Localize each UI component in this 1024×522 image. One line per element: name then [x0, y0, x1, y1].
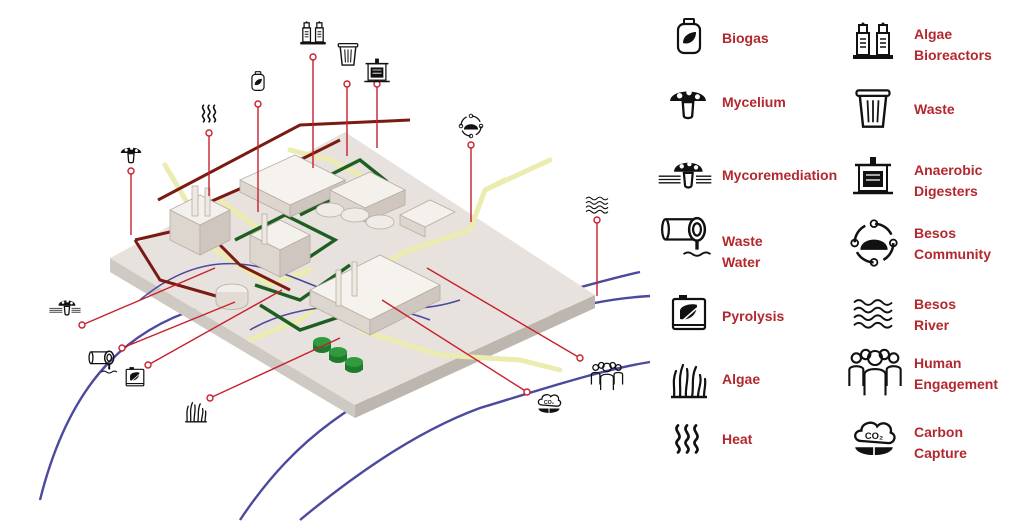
pipe-outflow-icon: [661, 212, 715, 258]
community-circle-icon: [849, 218, 899, 268]
legend-label: Pyrolysis: [722, 308, 785, 324]
legend-label: Mycoremediation: [722, 167, 838, 183]
isometric-site-diagram: CO₂: [38, 20, 651, 521]
callout-bioreactor-icon: [299, 20, 327, 46]
legend-label: Algae: [722, 371, 761, 387]
legend-label: Mycelium: [722, 94, 786, 110]
legend-label: Biogas: [722, 30, 769, 46]
legend-label: Carbon Capture: [914, 424, 967, 461]
legend-label: Waste: [914, 101, 955, 117]
legend: Biogas Mycelium Mycoremediation Waste Wa…: [655, 0, 1024, 522]
people-group-icon: [847, 346, 903, 398]
callout-river-icon: [585, 196, 609, 214]
heat-waves-icon: [669, 420, 705, 456]
callout-waste-icon: [337, 42, 359, 66]
callout-algae-icon: [184, 401, 208, 423]
legend-label: Human Engagement: [914, 355, 999, 392]
mushroom-icon: [667, 80, 709, 122]
co2-cloud-icon: [851, 418, 897, 464]
callout-mycoremediation-icon: [48, 299, 82, 316]
callout-pyrolysis-icon: [125, 366, 145, 387]
river-waves-icon: [851, 293, 895, 331]
mushroom-lines-icon: [655, 152, 715, 196]
callout-community-icon: [458, 113, 484, 139]
callout-people-icon: [590, 361, 624, 391]
legend-label: Anaerobic Digesters: [914, 162, 983, 199]
legend-label: Besos Community: [914, 225, 991, 262]
callout-heat-icon: [201, 104, 217, 123]
algae-grass-icon: [669, 357, 709, 401]
legend-label: Algae Bioreactors: [914, 26, 992, 63]
legend-label: Heat: [722, 431, 753, 447]
callout-lines: [81, 57, 598, 399]
callout-mycelium-icon: [120, 145, 142, 164]
site-buildings: [169, 154, 456, 336]
legend-label: Waste Water: [722, 233, 763, 270]
pyrolysis-machine-icon: [669, 292, 709, 334]
gas-cylinder-leaf-icon: [669, 14, 709, 58]
callout-biogas-icon: [251, 70, 265, 92]
digester-tank-icon: [851, 152, 895, 198]
legend-label: Besos River: [914, 296, 957, 333]
bioreactor-tanks-icon: [851, 18, 895, 64]
callout-dots: [78, 53, 601, 402]
callout-co2-icon: [537, 394, 562, 414]
callout-digester-icon: [363, 57, 391, 83]
trash-can-icon: [851, 84, 895, 132]
